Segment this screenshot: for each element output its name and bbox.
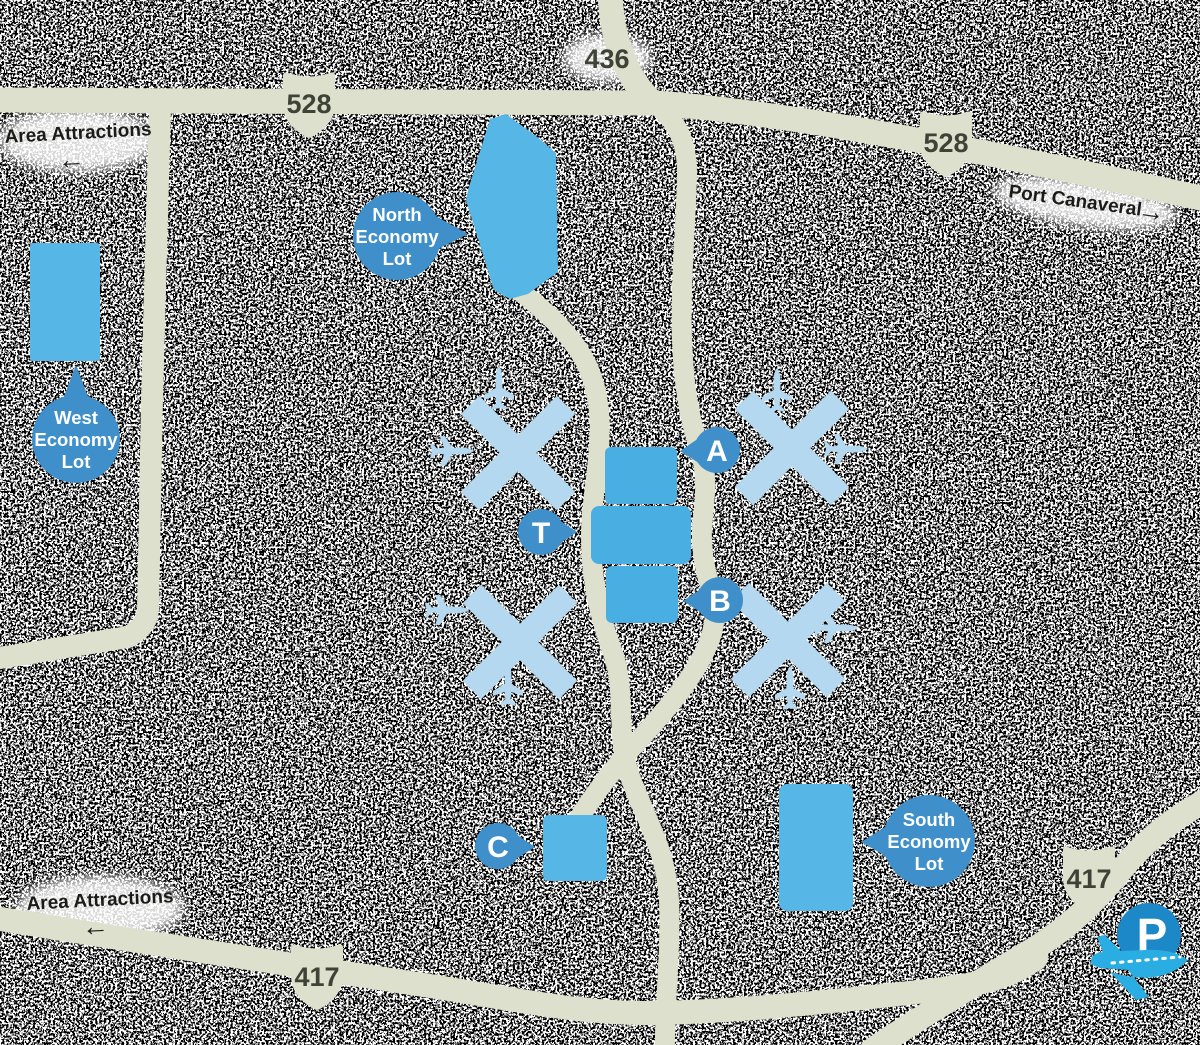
north-callout-line3: Lot bbox=[383, 248, 412, 269]
marker-bubble bbox=[518, 509, 564, 555]
south-economy-lot-area bbox=[779, 784, 853, 911]
route-number-436: 436 bbox=[584, 44, 629, 74]
parking-logo-airplane-icon bbox=[1090, 935, 1188, 1000]
road-417-southeast bbox=[861, 789, 1200, 1045]
terminal-a-letter: A bbox=[706, 435, 728, 468]
south-callout-line2: Economy bbox=[887, 831, 971, 852]
callout-texts: North Economy Lot West Economy Lot South… bbox=[34, 204, 971, 874]
callout-bubble bbox=[32, 395, 120, 483]
terminal-c-marker bbox=[475, 823, 535, 869]
north-economy-lot-area bbox=[466, 114, 558, 299]
terminal-c-letter: C bbox=[487, 831, 509, 864]
terminal-t-marker bbox=[518, 509, 577, 555]
west-economy-lot-area bbox=[30, 243, 100, 361]
terminal-t-letter: T bbox=[532, 517, 550, 550]
north-callout-line1: North bbox=[372, 204, 421, 225]
callout-bubble bbox=[353, 192, 441, 280]
marker-bubble bbox=[475, 823, 521, 869]
terminal-b-letter: B bbox=[709, 585, 731, 618]
route-number-528-top: 528 bbox=[286, 89, 331, 119]
callouts-and-markers bbox=[32, 192, 975, 887]
terminal-building-middle bbox=[591, 506, 691, 564]
south-callout-line3: Lot bbox=[915, 853, 944, 874]
west-callout-line2: Economy bbox=[34, 429, 118, 450]
terminal-c-building bbox=[543, 815, 607, 881]
west-callout-line1: West bbox=[54, 407, 98, 428]
road-terminal-east bbox=[568, 90, 725, 830]
parking-logo: P bbox=[1090, 903, 1188, 1000]
north-callout-line2: Economy bbox=[355, 226, 439, 247]
road-417-south bbox=[0, 906, 1048, 1025]
south-economy-lot-callout bbox=[861, 795, 975, 887]
road-terminal-west bbox=[511, 282, 680, 1045]
parking-logo-dashed-trail bbox=[1110, 955, 1182, 965]
marker-bubble bbox=[697, 577, 743, 623]
terminal-building-south bbox=[606, 566, 678, 623]
route-number-417-southwest: 417 bbox=[294, 962, 339, 992]
callout-bubble bbox=[883, 795, 975, 887]
road-528-east bbox=[627, 89, 1200, 211]
terminal-a-marker bbox=[680, 427, 740, 473]
route-number-528-right: 528 bbox=[923, 128, 968, 158]
right-arrow-icon: → bbox=[1136, 195, 1167, 228]
west-economy-lot-callout bbox=[32, 365, 120, 483]
road-west-loop bbox=[0, 95, 171, 670]
terminal-building-north bbox=[605, 447, 677, 504]
north-economy-lot-callout bbox=[353, 192, 468, 280]
left-arrow-icon: ← bbox=[81, 911, 110, 942]
left-arrow-icon: ← bbox=[57, 144, 86, 175]
south-callout-line1: South bbox=[903, 809, 955, 830]
route-number-417-southeast: 417 bbox=[1066, 864, 1111, 894]
west-callout-line3: Lot bbox=[62, 451, 91, 472]
callout-pointer bbox=[432, 214, 468, 252]
terminal-b-marker bbox=[683, 577, 743, 623]
marker-bubble bbox=[694, 427, 740, 473]
parking-lots bbox=[30, 114, 853, 911]
terminal-buildings bbox=[591, 447, 691, 623]
route-shield-numbers: 528 436 528 417 417 bbox=[286, 44, 1111, 992]
